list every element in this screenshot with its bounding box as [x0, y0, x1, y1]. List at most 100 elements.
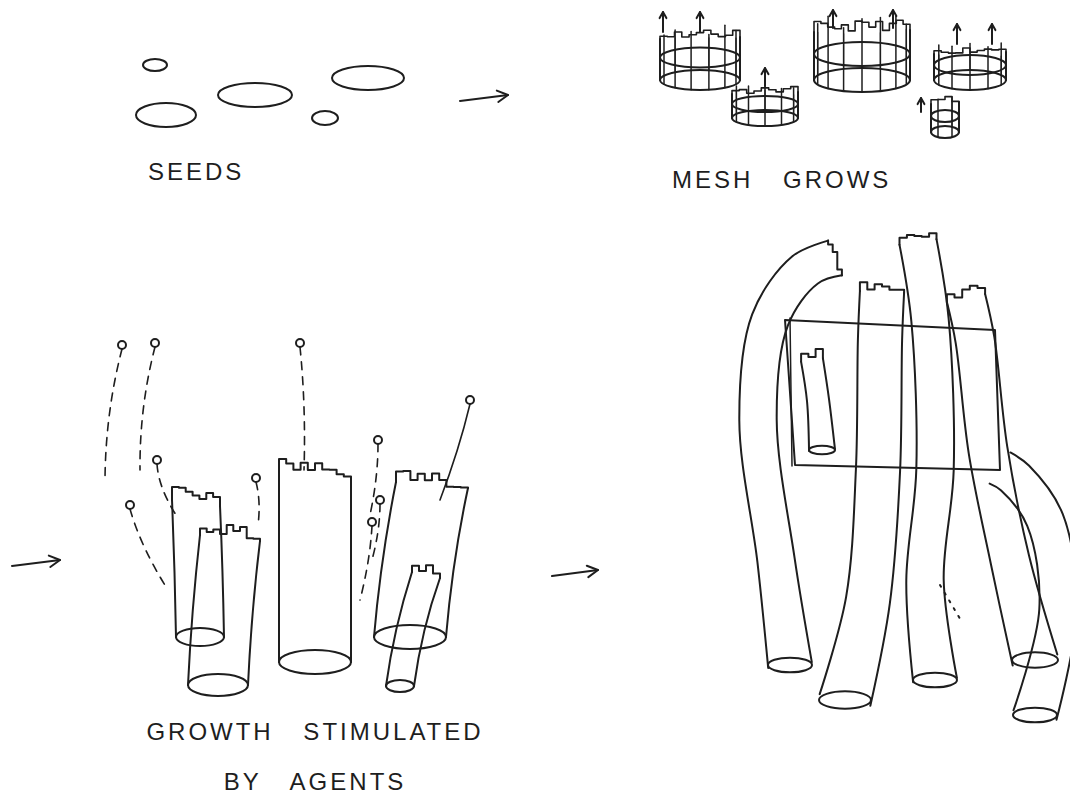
growth-arrow-head	[830, 10, 837, 16]
mesh-top	[934, 48, 1006, 54]
agent-trail	[140, 347, 155, 470]
mesh-strand	[937, 99, 939, 137]
mesh-strand	[951, 101, 952, 127]
mesh-strand	[674, 38, 675, 72]
seed-outline	[218, 83, 292, 107]
seed-outline	[332, 66, 404, 90]
agent-trail	[105, 349, 122, 480]
tube-side	[446, 488, 468, 637]
tube-side	[386, 572, 412, 686]
agent-trail	[372, 504, 380, 560]
mesh-strand	[861, 19, 863, 92]
mesh-top	[732, 87, 798, 94]
structure-ragged-top	[828, 241, 842, 276]
tube-ragged-top	[396, 471, 468, 488]
mesh-strand	[663, 35, 665, 84]
mesh-strand	[906, 24, 908, 84]
seed-outline	[312, 111, 338, 125]
agent-head	[118, 341, 126, 349]
structure-tube-side	[820, 291, 860, 694]
mesh-strand	[764, 90, 765, 110]
structure-tube-side	[870, 293, 904, 706]
structure-ragged-top	[947, 286, 985, 302]
agent-head	[153, 456, 161, 464]
mesh-base	[660, 70, 740, 90]
agent-head	[252, 474, 260, 482]
tube-base	[279, 650, 351, 674]
mesh-top	[931, 97, 959, 104]
mesh-strand	[880, 33, 881, 69]
agent-head	[126, 501, 134, 509]
mesh-ring	[931, 110, 959, 122]
hidden-line	[940, 585, 962, 622]
mesh-strand	[764, 87, 766, 126]
mesh-strand	[895, 16, 897, 89]
growth-arrow-head	[918, 98, 925, 104]
agent-trail	[256, 482, 259, 525]
mesh-strand	[1001, 56, 1002, 75]
tube-base	[386, 680, 414, 692]
mesh-ring	[660, 48, 740, 68]
structure-foot	[809, 446, 835, 455]
tube-ragged-top	[200, 525, 260, 541]
structure-ragged-top	[860, 282, 904, 293]
mesh-strand	[843, 34, 844, 69]
mesh-strand	[843, 28, 845, 91]
stage-arrow-head	[587, 566, 598, 577]
tube-side	[278, 472, 280, 662]
agent-trail	[300, 347, 305, 470]
growth-arrow-head	[762, 68, 769, 74]
stage-arrow-head	[497, 91, 508, 102]
agent-trail	[360, 526, 372, 600]
seed-outline	[143, 59, 167, 71]
growth-arrow-head	[954, 24, 961, 30]
mesh-strand	[735, 38, 736, 76]
growth-arrow-head	[890, 10, 897, 16]
agent-head	[376, 496, 384, 504]
structure-box-edge	[790, 318, 792, 466]
tube-side	[172, 500, 176, 637]
tube-base	[176, 628, 224, 646]
mesh-strand	[951, 97, 953, 137]
mesh-strand	[969, 53, 970, 70]
growth-arrow-head	[989, 24, 996, 30]
agent-head	[151, 339, 159, 347]
structure-foot	[819, 691, 871, 708]
growth-arrow-head	[660, 12, 667, 18]
mesh-base	[931, 126, 959, 138]
mesh-strand	[817, 32, 818, 75]
mesh-strand	[708, 38, 709, 71]
mesh-strand	[781, 88, 783, 125]
mesh-strand	[817, 24, 819, 85]
tube-ragged-top	[412, 565, 440, 578]
structure-tube-side	[947, 302, 1013, 665]
mesh-strand	[793, 88, 795, 122]
tube-side	[350, 478, 352, 662]
agent-trail	[440, 404, 470, 500]
structure-box	[785, 320, 1000, 470]
structure-tube-side	[823, 358, 835, 449]
mesh-strand	[938, 55, 939, 75]
structure-tube-side	[801, 362, 809, 451]
tube-base	[188, 674, 248, 696]
stage-caption: SEEDS	[148, 147, 308, 197]
structure-foot	[1012, 652, 1058, 667]
agent-head	[466, 396, 474, 404]
structure-tube-side	[990, 484, 1040, 711]
tube-ragged-top	[172, 487, 220, 506]
structure-foot	[913, 673, 957, 688]
mesh-strand	[736, 91, 737, 114]
tube-side	[374, 482, 396, 637]
mesh-strand	[674, 30, 676, 88]
tube-ragged-top	[279, 459, 351, 478]
mesh-strand	[793, 95, 794, 114]
growth-arrow-head	[697, 12, 704, 18]
tube-base	[374, 625, 446, 649]
structure-foot	[1013, 708, 1057, 723]
agent-trail	[157, 464, 176, 515]
stage-arrow-head	[49, 556, 60, 567]
stage-caption: GROWTH STIMULATED BY AGENTS	[130, 707, 500, 805]
agent-head	[368, 518, 376, 526]
